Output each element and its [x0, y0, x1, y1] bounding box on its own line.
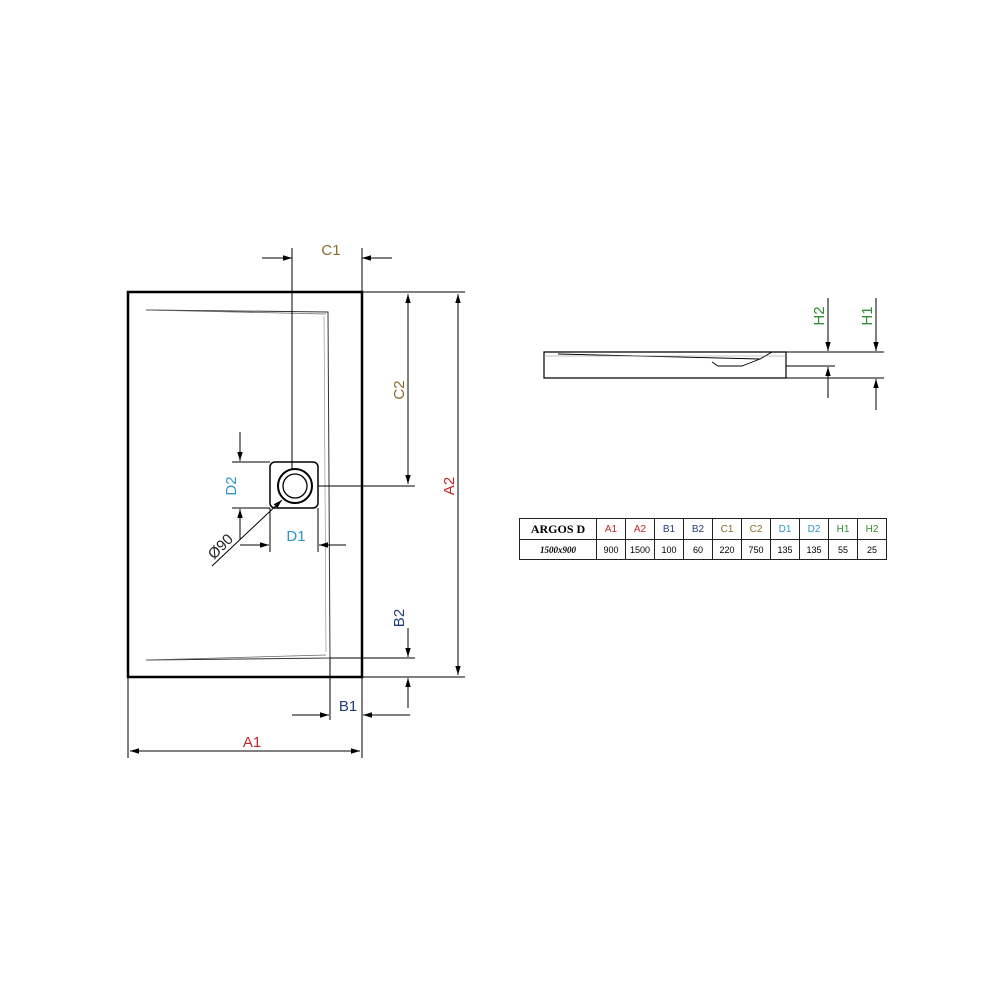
dim-h1: H1	[786, 298, 884, 410]
value-d2: 135	[799, 539, 829, 560]
dim-a1: A1	[127, 677, 363, 758]
dimensions-table: ARGOS D A1 A2 B1 B2 C1 C2 D1 D2 H1 H2 15…	[519, 518, 887, 560]
table-header-row: ARGOS D A1 A2 B1 B2 C1 C2 D1 D2 H1 H2	[519, 518, 887, 540]
value-h2: 25	[857, 539, 887, 560]
label-h1: H1	[859, 306, 876, 325]
header-h1: H1	[828, 518, 858, 540]
dim-d2: D2	[223, 432, 270, 540]
label-a2: A2	[441, 477, 458, 495]
value-h1: 55	[828, 539, 858, 560]
label-h2: H2	[811, 306, 828, 325]
header-d1: D1	[770, 518, 800, 540]
dim-b2: B2	[330, 609, 415, 708]
model-name: ARGOS D	[519, 518, 597, 540]
value-d1: 135	[770, 539, 800, 560]
table-value-row: 1500x900 900 1500 100 60 220 750 135 135…	[519, 539, 887, 560]
label-c2: C2	[391, 380, 408, 399]
dim-b1: B1	[292, 658, 410, 720]
header-b2: B2	[683, 518, 713, 540]
value-a2: 1500	[625, 539, 655, 560]
dim-c1: C1	[262, 242, 392, 470]
drain	[269, 461, 319, 509]
header-c2: C2	[741, 518, 771, 540]
header-a2: A2	[625, 518, 655, 540]
tray-inner-slope	[145, 309, 331, 661]
label-c1: C1	[321, 242, 340, 259]
header-c1: C1	[712, 518, 742, 540]
dim-d1: D1	[240, 508, 346, 552]
value-a1: 900	[596, 539, 626, 560]
value-c1: 220	[712, 539, 742, 560]
label-d1: D1	[286, 528, 305, 545]
dim-h2: H2	[786, 298, 835, 398]
tray-outline	[126, 290, 364, 679]
value-c2: 750	[741, 539, 771, 560]
value-b2: 60	[683, 539, 713, 560]
header-d2: D2	[799, 518, 829, 540]
header-b1: B1	[654, 518, 684, 540]
tray-top-view	[126, 290, 364, 679]
label-d2: D2	[223, 476, 240, 495]
drain-outer-ring	[277, 468, 313, 504]
label-b1: B1	[339, 698, 357, 715]
label-a1: A1	[243, 734, 261, 751]
model-size: 1500x900	[519, 539, 597, 560]
header-h2: H2	[857, 518, 887, 540]
value-b1: 100	[654, 539, 684, 560]
drain-inner-ring	[282, 473, 308, 499]
dim-a2: A2	[362, 291, 465, 678]
label-b2: B2	[391, 609, 408, 627]
tray-side-view	[543, 351, 787, 379]
header-a1: A1	[596, 518, 626, 540]
